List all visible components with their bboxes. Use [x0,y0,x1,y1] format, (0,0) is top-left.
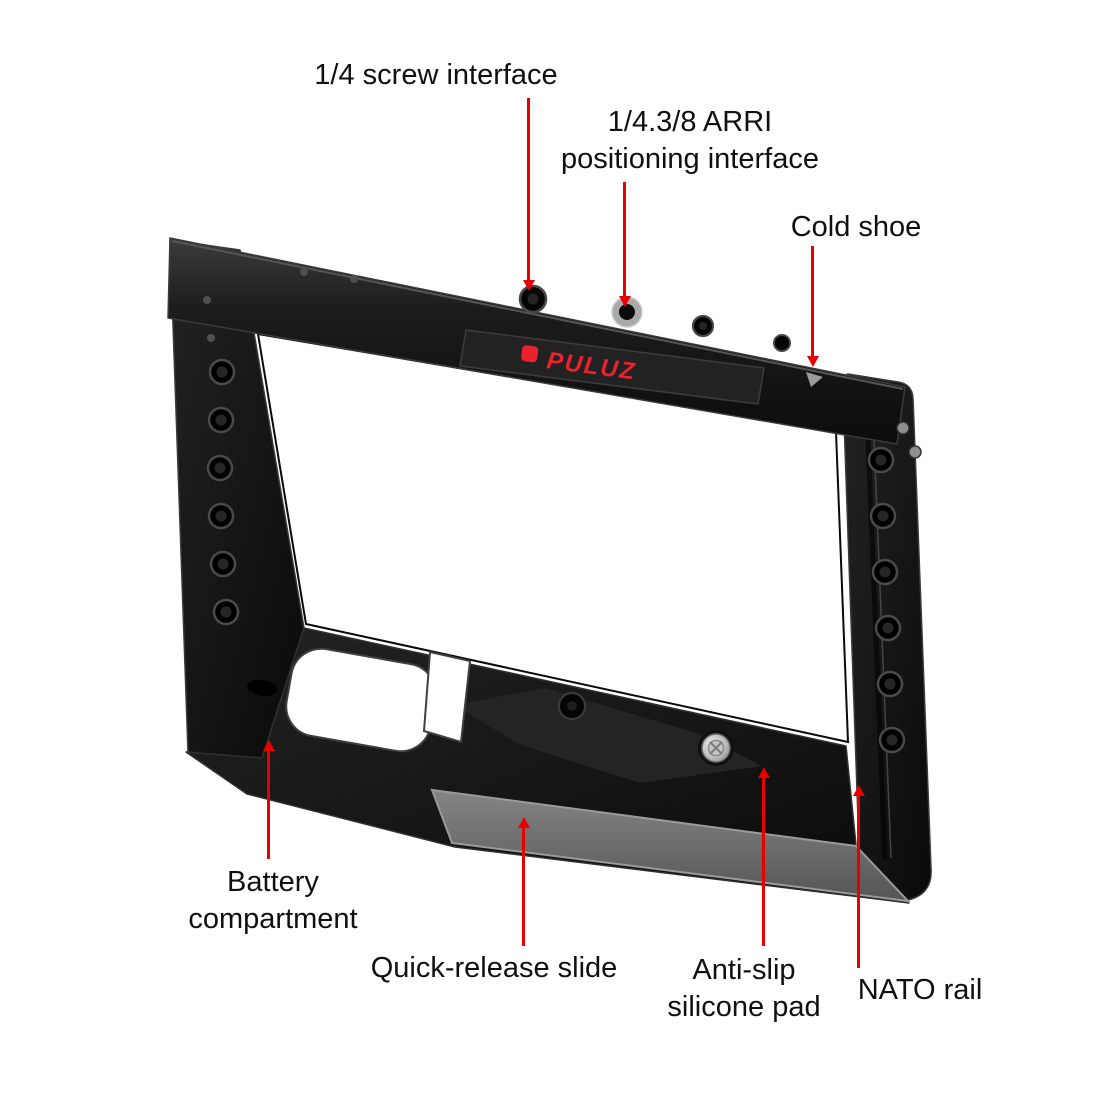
brand-logo-mark [521,345,539,363]
callout-line-screw-interface [522,98,535,291]
top-bar-holes [300,268,791,352]
callout-line-arri-interface [618,182,631,307]
nato-rail-groove [864,414,888,861]
label-arri-line2: positioning interface [561,143,819,175]
anti-slip-pad [430,788,911,903]
callout-line-nato-rail [852,785,865,968]
label-battery-line2: compartment [188,903,358,935]
grip-gap-cutout [422,650,472,744]
callout-line-quick-release-slide [517,817,530,946]
arrowhead-up-icon [852,785,865,796]
battery-slot [247,679,277,697]
label-nato-rail: NATO rail [857,974,983,1006]
callout-line-cold-shoe [806,246,819,367]
callout-line-battery-compartment [262,740,275,859]
arrowhead-down-icon [618,296,631,307]
label-cold-shoe: Cold shoe [790,211,922,243]
callout-line-anti-slip-pad [757,767,770,946]
top-bar-edge-highlight [171,240,904,390]
arrowhead-down-icon [806,356,819,367]
label-arri-line1: 1/4.3/8 ARRI [607,106,773,138]
arrowhead-up-icon [517,817,530,828]
label-battery-line1: Battery [227,866,319,898]
nato-rail-holes [867,421,922,754]
left-rail-holes [203,296,240,626]
rail-screw [896,421,910,435]
arrowhead-up-icon [262,740,275,751]
quarter-screw-bolt [698,730,734,766]
label-battery-compartment: Battery compartment [188,864,357,938]
label-quick-release-slide: Quick-release slide [370,952,618,984]
label-arri-positioning-interface: 1/4.3/8 ARRI positioning interface [561,104,819,178]
arrowhead-up-icon [757,767,770,778]
arrowhead-down-icon [522,280,535,291]
cold-shoe-mark [806,372,823,387]
rail-screw [908,445,922,459]
quick-release-slide-facet [455,688,762,783]
label-quarter-screw-interface: 1/4 screw interface [314,59,558,91]
label-anti-slip-line2: silicone pad [667,991,821,1023]
label-anti-slip-line1: Anti-slip [692,954,796,986]
label-anti-slip-silicone-pad: Anti-slip silicone pad [667,952,820,1026]
